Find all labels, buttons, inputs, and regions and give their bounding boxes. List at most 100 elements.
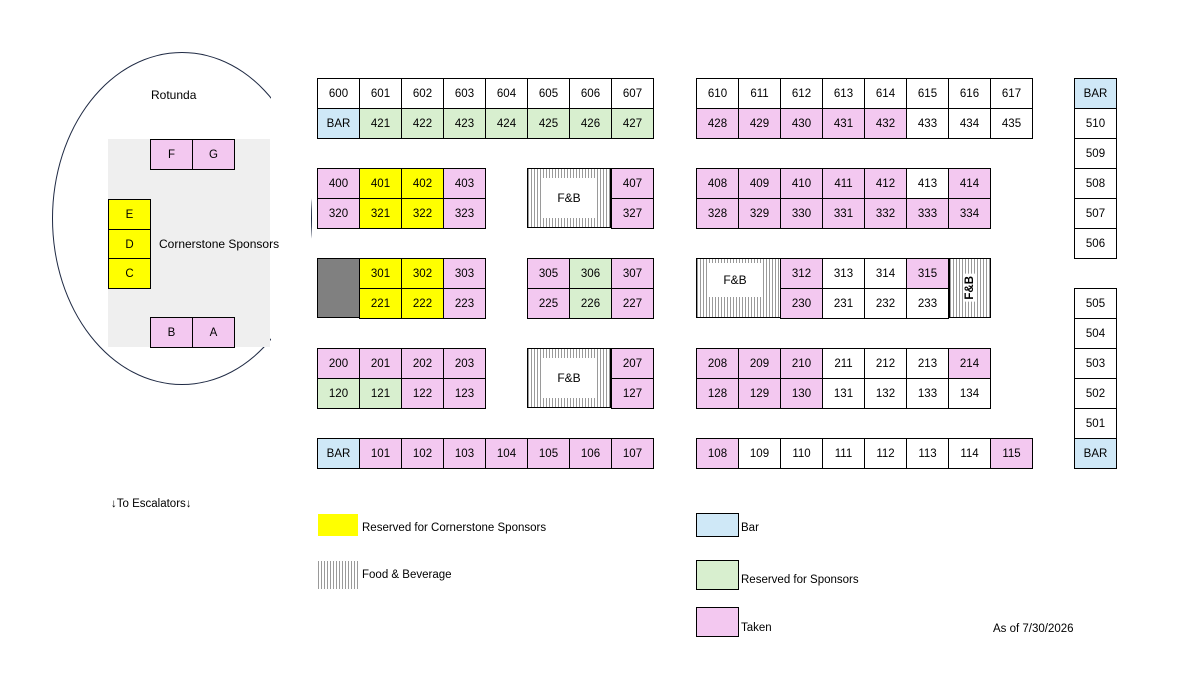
booth-427[interactable]: 427	[611, 108, 654, 139]
booth-603[interactable]: 603	[443, 78, 486, 109]
booth-501[interactable]: 501	[1074, 408, 1117, 439]
booth-334[interactable]: 334	[948, 198, 991, 229]
booth-329[interactable]: 329	[738, 198, 781, 229]
booth-430[interactable]: 430	[780, 108, 823, 139]
booth-102[interactable]: 102	[401, 438, 444, 469]
bar-cell[interactable]: BAR	[1074, 438, 1117, 469]
booth-606[interactable]: 606	[569, 78, 612, 109]
rotunda-booth-a[interactable]: A	[192, 317, 235, 348]
booth-226[interactable]: 226	[569, 288, 612, 319]
booth-425[interactable]: 425	[527, 108, 570, 139]
booth-109[interactable]: 109	[738, 438, 781, 469]
booth-113[interactable]: 113	[906, 438, 949, 469]
booth-110[interactable]: 110	[780, 438, 823, 469]
booth-307[interactable]: 307	[611, 258, 654, 289]
booth-428[interactable]: 428	[696, 108, 739, 139]
booth-131[interactable]: 131	[822, 378, 865, 409]
booth-312[interactable]: 312	[780, 258, 823, 289]
booth-230[interactable]: 230	[780, 288, 823, 319]
booth-330[interactable]: 330	[780, 198, 823, 229]
booth-106[interactable]: 106	[569, 438, 612, 469]
booth-202[interactable]: 202	[401, 348, 444, 379]
booth-432[interactable]: 432	[864, 108, 907, 139]
booth-132[interactable]: 132	[864, 378, 907, 409]
booth-103[interactable]: 103	[443, 438, 486, 469]
booth-207[interactable]: 207	[611, 348, 654, 379]
booth-502[interactable]: 502	[1074, 378, 1117, 409]
booth-128[interactable]: 128	[696, 378, 739, 409]
booth-105[interactable]: 105	[527, 438, 570, 469]
booth-509[interactable]: 509	[1074, 138, 1117, 169]
rotunda-booth-b[interactable]: B	[150, 317, 193, 348]
booth-302[interactable]: 302	[401, 258, 444, 289]
booth-409[interactable]: 409	[738, 168, 781, 199]
booth-211[interactable]: 211	[822, 348, 865, 379]
booth-613[interactable]: 613	[822, 78, 865, 109]
booth-129[interactable]: 129	[738, 378, 781, 409]
rotunda-booth-c[interactable]: C	[108, 258, 151, 289]
booth-122[interactable]: 122	[401, 378, 444, 409]
booth-611[interactable]: 611	[738, 78, 781, 109]
bar-cell[interactable]: BAR	[317, 108, 360, 139]
booth-614[interactable]: 614	[864, 78, 907, 109]
booth-203[interactable]: 203	[443, 348, 486, 379]
booth-333[interactable]: 333	[906, 198, 949, 229]
booth-607[interactable]: 607	[611, 78, 654, 109]
booth-600[interactable]: 600	[317, 78, 360, 109]
booth-112[interactable]: 112	[864, 438, 907, 469]
booth-208[interactable]: 208	[696, 348, 739, 379]
booth-303[interactable]: 303	[443, 258, 486, 289]
rotunda-booth-e[interactable]: E	[108, 199, 151, 230]
booth-115[interactable]: 115	[990, 438, 1033, 469]
booth-434[interactable]: 434	[948, 108, 991, 139]
booth-121[interactable]: 121	[359, 378, 402, 409]
booth-601[interactable]: 601	[359, 78, 402, 109]
booth-414[interactable]: 414	[948, 168, 991, 199]
rotunda-booth-g[interactable]: G	[192, 139, 235, 170]
booth-133[interactable]: 133	[906, 378, 949, 409]
booth-401[interactable]: 401	[359, 168, 402, 199]
booth-610[interactable]: 610	[696, 78, 739, 109]
booth-510[interactable]: 510	[1074, 108, 1117, 139]
booth-301[interactable]: 301	[359, 258, 402, 289]
booth-412[interactable]: 412	[864, 168, 907, 199]
booth-127[interactable]: 127	[611, 378, 654, 409]
booth-233[interactable]: 233	[906, 288, 949, 319]
booth-104[interactable]: 104	[485, 438, 528, 469]
booth-108[interactable]: 108	[696, 438, 739, 469]
booth-402[interactable]: 402	[401, 168, 444, 199]
booth-111[interactable]: 111	[822, 438, 865, 469]
booth-130[interactable]: 130	[780, 378, 823, 409]
booth-101[interactable]: 101	[359, 438, 402, 469]
booth-107[interactable]: 107	[611, 438, 654, 469]
booth-503[interactable]: 503	[1074, 348, 1117, 379]
booth-612[interactable]: 612	[780, 78, 823, 109]
booth-332[interactable]: 332	[864, 198, 907, 229]
booth-225[interactable]: 225	[527, 288, 570, 319]
booth-408[interactable]: 408	[696, 168, 739, 199]
booth-227[interactable]: 227	[611, 288, 654, 319]
booth-320[interactable]: 320	[317, 198, 360, 229]
booth-411[interactable]: 411	[822, 168, 865, 199]
booth-422[interactable]: 422	[401, 108, 444, 139]
booth-223[interactable]: 223	[443, 288, 486, 319]
booth-306[interactable]: 306	[569, 258, 612, 289]
booth-212[interactable]: 212	[864, 348, 907, 379]
booth-123[interactable]: 123	[443, 378, 486, 409]
booth-305[interactable]: 305	[527, 258, 570, 289]
booth-313[interactable]: 313	[822, 258, 865, 289]
booth-421[interactable]: 421	[359, 108, 402, 139]
booth-400[interactable]: 400	[317, 168, 360, 199]
booth-424[interactable]: 424	[485, 108, 528, 139]
booth-214[interactable]: 214	[948, 348, 991, 379]
rotunda-booth-f[interactable]: F	[150, 139, 193, 170]
rotunda-booth-d[interactable]: D	[108, 229, 151, 260]
booth-221[interactable]: 221	[359, 288, 402, 319]
booth-321[interactable]: 321	[359, 198, 402, 229]
booth-508[interactable]: 508	[1074, 168, 1117, 199]
booth-413[interactable]: 413	[906, 168, 949, 199]
booth-429[interactable]: 429	[738, 108, 781, 139]
booth-604[interactable]: 604	[485, 78, 528, 109]
booth-328[interactable]: 328	[696, 198, 739, 229]
booth-134[interactable]: 134	[948, 378, 991, 409]
